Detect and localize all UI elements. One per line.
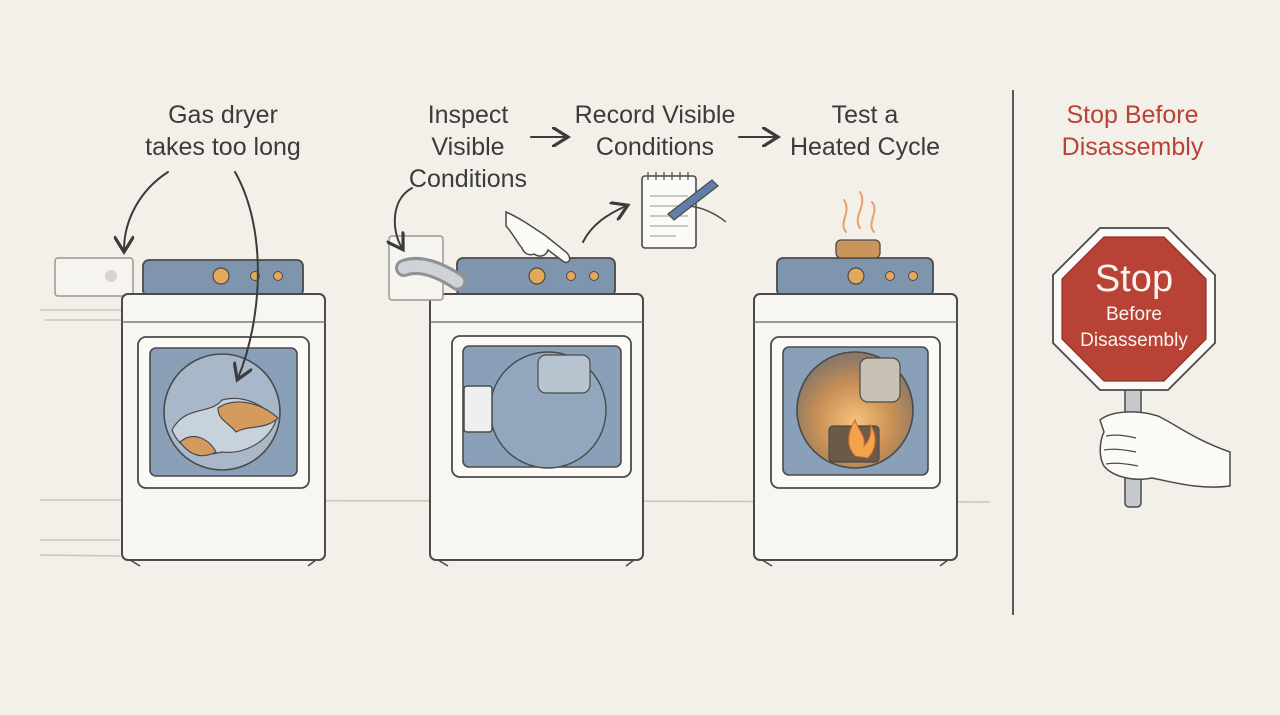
flow-arrows [124, 137, 776, 378]
arrow-into-drum [235, 171, 259, 378]
stop-sign-big-text: Stop [1094, 258, 1174, 300]
arrow-to-notepad [582, 206, 626, 243]
arrow-to-wall [124, 171, 169, 250]
step-2-label: Inspect Visible Conditions [408, 101, 528, 193]
dryer-3 [753, 191, 958, 567]
dryer-1 [121, 259, 326, 567]
stop-sign-icon [1052, 227, 1231, 508]
step-4-label: Test a Heated Cycle [789, 101, 941, 161]
arrow-to-vent [395, 187, 413, 248]
notepad-icon [641, 172, 727, 249]
dryer-2 [388, 235, 644, 567]
stop-heading: Stop Before Disassembly [1061, 101, 1204, 161]
wall-panel [54, 257, 134, 297]
step-3-label: Record Visible Conditions [574, 101, 736, 161]
pointing-hand [505, 210, 571, 264]
step-1-label: Gas dryer takes too long [145, 101, 301, 161]
stop-sign-small-text: Before Disassembly [1080, 304, 1188, 351]
